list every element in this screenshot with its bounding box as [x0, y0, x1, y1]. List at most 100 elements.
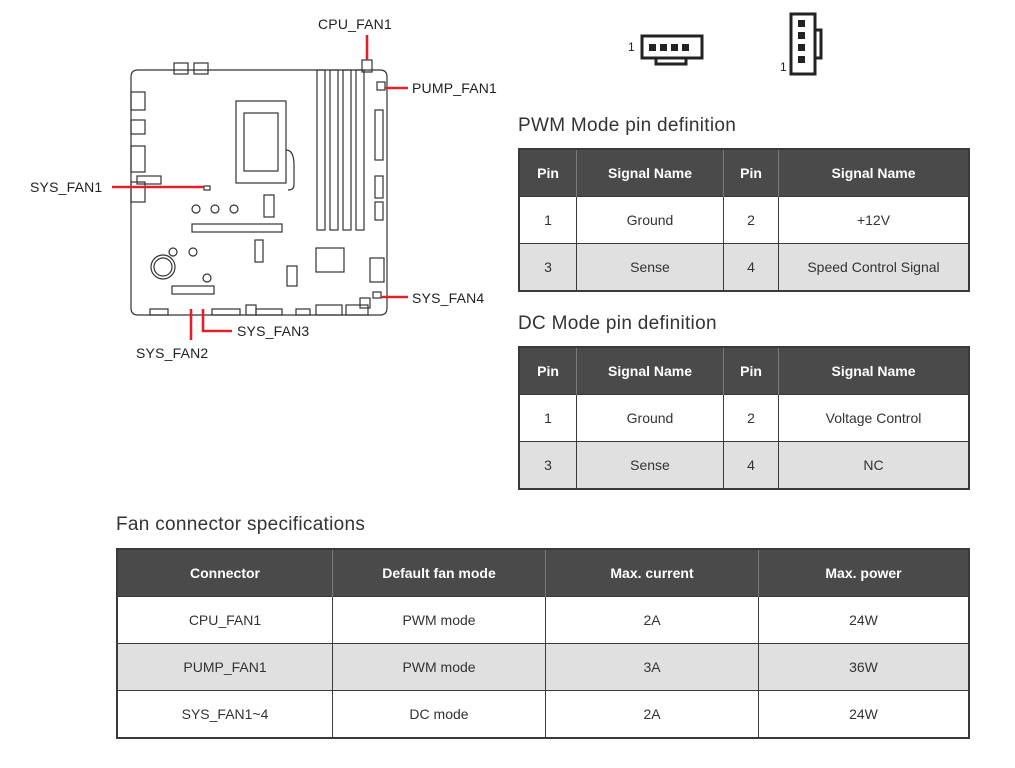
mount-hole: [229, 204, 239, 214]
cell: 2: [723, 394, 779, 442]
cell: +12V: [778, 196, 969, 244]
table-header-row: Pin Signal Name Pin Signal Name: [519, 347, 969, 395]
connector: [254, 239, 264, 263]
cell: 1: [519, 196, 577, 244]
pwm-pin-table: Pin Signal Name Pin Signal Name 1 Ground…: [518, 148, 970, 292]
mount-hole: [191, 204, 201, 214]
col-header-signal: Signal Name: [576, 347, 724, 395]
io-port: [130, 181, 146, 203]
dimm-slot: [316, 69, 326, 231]
table-row: 1 Ground 2 Voltage Control: [519, 394, 969, 442]
table-row: 1 Ground 2 +12V: [519, 196, 969, 244]
cell: Sense: [576, 441, 724, 489]
m2-slot: [263, 194, 275, 218]
pump-fan1-header: [376, 81, 386, 91]
table-header-row: Pin Signal Name Pin Signal Name: [519, 149, 969, 197]
label-sys-fan3: SYS_FAN3: [237, 323, 310, 339]
header: [255, 308, 283, 316]
connector: [374, 201, 384, 221]
col-header-pin: Pin: [723, 149, 779, 197]
fan-connector-horizontal-icon: [640, 34, 704, 66]
header: [345, 304, 369, 316]
table-row: CPU_FAN1 PWM mode 2A 24W: [117, 596, 969, 644]
motherboard-diagram: [112, 35, 408, 340]
table-row: 3 Sense 4 Speed Control Signal: [519, 243, 969, 291]
cell: PUMP_FAN1: [117, 643, 333, 691]
io-port: [130, 145, 146, 173]
mount-hole: [202, 273, 212, 283]
io-port: [130, 119, 146, 135]
dimm-slot: [329, 69, 339, 231]
label-sys-fan2: SYS_FAN2: [136, 345, 209, 361]
cell: Voltage Control: [778, 394, 969, 442]
header: [245, 304, 257, 316]
cell: 3: [519, 243, 577, 291]
pcie-slot: [191, 223, 283, 233]
fan-spec-table: Connector Default fan mode Max. current …: [116, 548, 970, 739]
sys-fan4-header: [372, 291, 382, 299]
dimm-slot: [342, 69, 352, 231]
cell: Sense: [576, 243, 724, 291]
table-row: PUMP_FAN1 PWM mode 3A 36W: [117, 643, 969, 691]
cell: PWM mode: [332, 596, 546, 644]
header: [359, 297, 371, 309]
label-cpu-fan1: CPU_FAN1: [318, 16, 392, 32]
mount-hole: [168, 247, 178, 257]
cell: 24W: [758, 690, 969, 738]
fan-spec-section-title: Fan connector specifications: [116, 514, 366, 535]
cell: Speed Control Signal: [778, 243, 969, 291]
board-outline: [130, 69, 388, 316]
dc-section-title: DC Mode pin definition: [518, 313, 717, 334]
atx-power: [374, 109, 384, 161]
col-header-mode: Default fan mode: [332, 549, 546, 597]
cell: DC mode: [332, 690, 546, 738]
label-sys-fan4: SYS_FAN4: [412, 290, 485, 306]
header: [149, 308, 169, 316]
col-header-signal: Signal Name: [576, 149, 724, 197]
cell: Ground: [576, 394, 724, 442]
col-header-signal: Signal Name: [778, 149, 969, 197]
cell: 4: [723, 243, 779, 291]
cell: NC: [778, 441, 969, 489]
sys-fan1-header: [203, 185, 211, 191]
sata-port: [369, 257, 385, 283]
col-header-signal: Signal Name: [778, 347, 969, 395]
io-port: [173, 62, 189, 75]
header: [211, 308, 241, 316]
pcie-slot-x1: [171, 285, 215, 295]
cell: SYS_FAN1~4: [117, 690, 333, 738]
col-header-pin: Pin: [723, 347, 779, 395]
chip: [286, 265, 298, 287]
cell: 3: [519, 441, 577, 489]
cell: 2A: [545, 596, 759, 644]
cpu-socket: [235, 100, 287, 184]
col-header-pin: Pin: [519, 347, 577, 395]
io-port: [193, 62, 209, 75]
col-header-pin: Pin: [519, 149, 577, 197]
cell: 1: [519, 394, 577, 442]
cpu-socket-inner: [243, 112, 279, 172]
cell: CPU_FAN1: [117, 596, 333, 644]
mount-hole: [210, 204, 220, 214]
header: [295, 308, 311, 316]
dc-pin-table: Pin Signal Name Pin Signal Name 1 Ground…: [518, 346, 970, 490]
mount-hole: [188, 247, 198, 257]
cell: Ground: [576, 196, 724, 244]
io-port: [136, 175, 162, 185]
cell: PWM mode: [332, 643, 546, 691]
header: [315, 304, 343, 316]
fan-connector-vertical-icon: [789, 12, 823, 76]
cell: 4: [723, 441, 779, 489]
label-sys-fan1: SYS_FAN1: [30, 179, 103, 195]
cmos-battery: [150, 254, 176, 280]
cpu-retention: [285, 149, 295, 191]
col-header-connector: Connector: [117, 549, 333, 597]
cell: 2A: [545, 690, 759, 738]
table-row: 3 Sense 4 NC: [519, 441, 969, 489]
cell: 2: [723, 196, 779, 244]
dimm-slot: [355, 69, 365, 231]
table-header-row: Connector Default fan mode Max. current …: [117, 549, 969, 597]
table-row: SYS_FAN1~4 DC mode 2A 24W: [117, 690, 969, 738]
col-header-power: Max. power: [758, 549, 969, 597]
cell: 36W: [758, 643, 969, 691]
